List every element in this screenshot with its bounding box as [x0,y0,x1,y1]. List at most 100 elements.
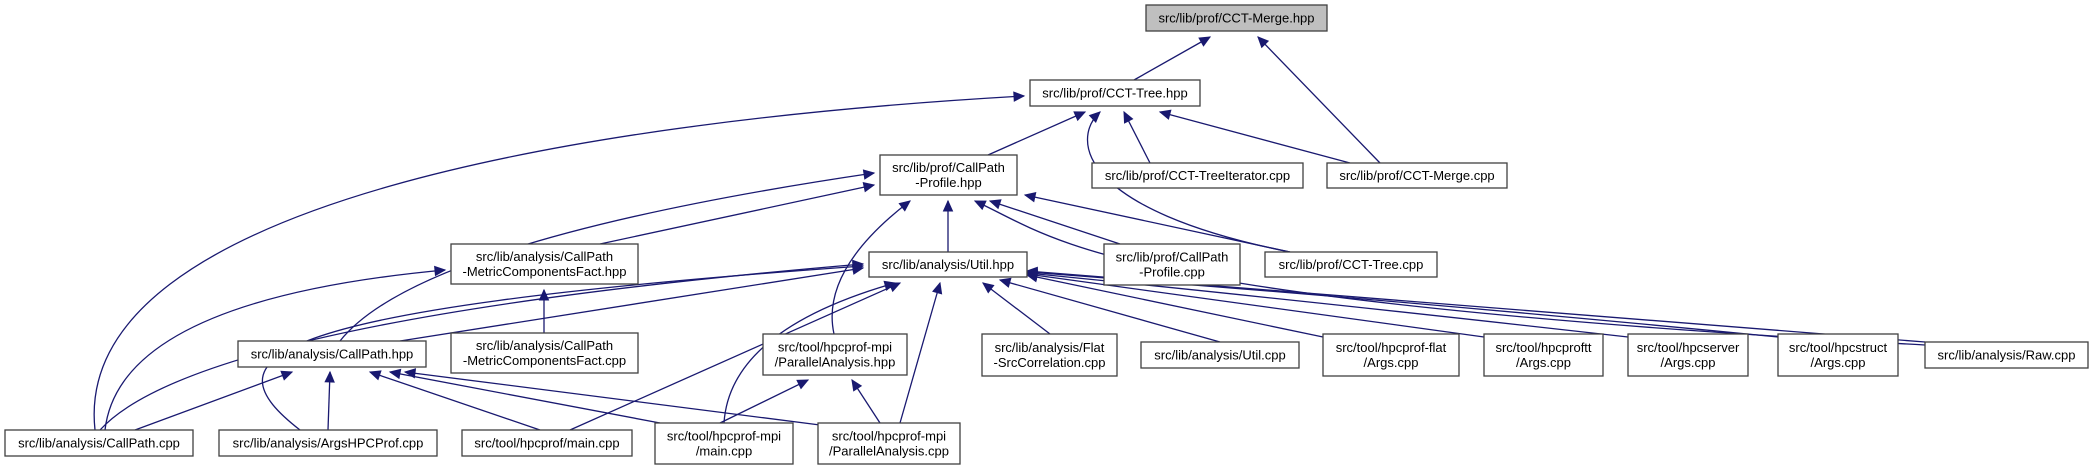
arrowhead-icon [852,261,865,272]
node-box[interactable] [461,429,633,457]
node-argshpcprof-cpp[interactable]: src/lib/analysis/ArgsHPCProf.cpp [218,429,438,457]
arrowhead-icon [403,368,417,379]
node-hpcserver-args[interactable]: src/tool/hpcserver/Args.cpp [1627,333,1749,377]
node-label: -SrcCorrelation.cpp [994,355,1106,370]
edge-util_hpp-to-callpath_profile_hpp [942,199,954,252]
node-cct-merge-cpp[interactable]: src/lib/prof/CCT-Merge.cpp [1326,162,1508,189]
node-box[interactable] [1029,79,1201,107]
node-label: src/tool/hpcprof-mpi [778,340,892,355]
node-label: -MetricComponentsFact.cpp [463,353,626,368]
node-cct-tree-cpp[interactable]: src/lib/prof/CCT-Tree.cpp [1264,251,1438,278]
node-label: /ParallelAnalysis.cpp [829,444,949,459]
node-box[interactable] [1627,333,1749,377]
edge-line [93,95,1025,431]
node-label: /Args.cpp [1364,355,1419,370]
node-mcf-cpp[interactable]: src/lib/analysis/CallPath-MetricComponen… [450,332,639,374]
node-label: src/lib/prof/CCT-Merge.hpp [1158,11,1314,26]
arrowhead-icon [1073,111,1087,122]
edge-line [104,269,446,431]
node-label: -Profile.hpp [915,175,981,190]
node-mpi-main-cpp[interactable]: src/tool/hpcprof-mpi/main.cpp [654,422,794,465]
edge-cct_merge_cpp-to-cct_tree_hpp [1158,109,1351,164]
node-box[interactable] [450,243,639,285]
arrowhead-icon [1123,110,1134,124]
node-box[interactable] [1483,333,1604,377]
edge-line [99,263,864,431]
node-box[interactable] [1264,251,1438,278]
edge-callpath_profile_cpp-to-callpath_profile_hpp [988,199,1121,245]
node-box[interactable] [762,333,908,376]
node-label: src/lib/analysis/Raw.cpp [1938,348,2076,363]
edge-pa_cpp-to-pa_hpp [851,378,881,424]
node-box[interactable] [1777,333,1899,377]
node-label: src/lib/analysis/CallPath [476,338,613,353]
edge-line [404,371,821,426]
node-cct-treeiterator-cpp[interactable]: src/lib/prof/CCT-TreeIterator.cpp [1091,162,1304,189]
arrowhead-icon [796,379,810,390]
node-box[interactable] [1145,4,1328,32]
arrowhead-icon [973,200,987,211]
node-raw-cpp[interactable]: src/lib/analysis/Raw.cpp [1924,341,2089,369]
node-box[interactable] [450,332,639,374]
node-box[interactable] [218,429,438,457]
edge-line [389,371,661,424]
node-pa-cpp[interactable]: src/tool/hpcprof-mpi/ParallelAnalysis.cp… [817,422,961,465]
edge-line [399,267,864,342]
node-cct-tree-hpp[interactable]: src/lib/prof/CCT-Tree.hpp [1029,79,1201,107]
node-callpath-cpp[interactable]: src/lib/analysis/CallPath.cpp [4,429,194,457]
arrowhead-icon [434,265,447,277]
node-callpath-profile-hpp[interactable]: src/lib/prof/CallPath-Profile.hpp [879,154,1018,196]
edge-line [134,371,293,431]
node-label: src/tool/hpcprof-mpi [667,429,781,444]
node-label: src/tool/hpcprof/main.cpp [474,436,619,451]
node-cct-merge-hpp[interactable]: src/lib/prof/CCT-Merge.hpp [1145,4,1328,32]
edge-mpi_main_cpp-to-callpath_hpp [388,368,661,424]
edge-argshpcprof_cpp-to-callpath_hpp [324,370,335,431]
node-box[interactable] [1326,162,1508,189]
node-box[interactable] [817,422,961,465]
node-box[interactable] [237,340,427,368]
node-label: src/lib/analysis/ArgsHPCProf.cpp [233,436,424,451]
node-box[interactable] [879,154,1018,196]
node-callpath-hpp[interactable]: src/lib/analysis/CallPath.hpp [237,340,427,368]
node-label: src/lib/prof/CallPath [1116,250,1229,265]
node-label: src/tool/hpcstruct [1789,340,1888,355]
node-label: src/lib/analysis/CallPath [476,249,613,264]
arrowhead-icon [982,282,995,294]
edge-callpath_profile_hpp-to-cct_tree_hpp [987,111,1087,156]
edge-mpi_main_cpp-to-pa_hpp [719,379,810,424]
node-hpcstruct-args[interactable]: src/tool/hpcstruct/Args.cpp [1777,333,1899,377]
edge-line [1024,194,1291,253]
node-box[interactable] [981,333,1118,377]
node-hpcprof-flat-args[interactable]: src/tool/hpcprof-flat/Args.cpp [1322,333,1460,377]
node-box[interactable] [654,422,794,465]
node-flat-src-cpp[interactable]: src/lib/analysis/Flat-SrcCorrelation.cpp [981,333,1118,377]
node-box[interactable] [1091,162,1304,189]
edge-line [261,265,864,431]
node-box[interactable] [4,429,194,457]
node-label: src/lib/prof/CallPath [892,160,1005,175]
node-callpath-profile-cpp[interactable]: src/lib/prof/CallPath-Profile.cpp [1103,243,1241,286]
arrowhead-icon [998,277,1012,288]
node-label: src/lib/analysis/Flat [995,340,1105,355]
arrowhead-icon [388,368,402,380]
nodes-layer: src/lib/prof/CCT-Merge.hpp src/lib/prof/C… [4,4,2089,465]
node-box[interactable] [1924,341,2089,369]
edge-mcf_cpp-to-mcf_hpp [538,288,550,333]
node-box[interactable] [1322,333,1460,377]
edge-argshpcprof_cpp-to-util_hpp [261,261,865,431]
node-label: /ParallelAnalysis.hpp [775,355,896,370]
node-hpcprof-main-cpp[interactable]: src/tool/hpcprof/main.cpp [461,429,633,457]
node-box[interactable] [868,251,1028,278]
edge-line [831,200,911,335]
node-box[interactable] [1140,341,1300,369]
node-hpcproftt-args[interactable]: src/tool/hpcproftt/Args.cpp [1483,333,1604,377]
arrowhead-icon [1088,111,1101,124]
arrowhead-icon [942,199,954,212]
edge-line [1026,273,1485,338]
node-mcf-hpp[interactable]: src/lib/analysis/CallPath-MetricComponen… [450,243,639,285]
node-pa-hpp[interactable]: src/tool/hpcprof-mpi/ParallelAnalysis.hp… [762,333,908,376]
node-util-cpp[interactable]: src/lib/analysis/Util.cpp [1140,341,1300,369]
node-util-hpp[interactable]: src/lib/analysis/Util.hpp [868,251,1028,278]
node-box[interactable] [1103,243,1241,286]
